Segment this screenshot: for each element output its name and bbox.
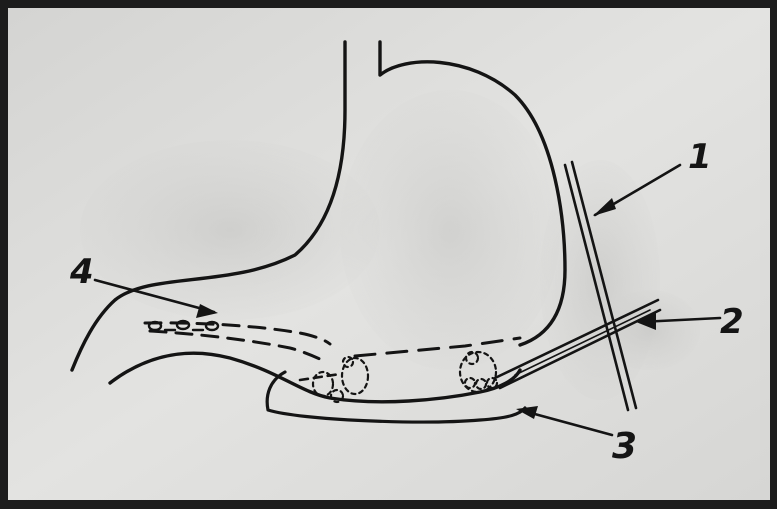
label-three: 3 <box>612 426 637 467</box>
label-four: 4 <box>69 252 94 292</box>
label-one: 1 <box>688 137 712 177</box>
label-two: 2 <box>720 302 744 342</box>
